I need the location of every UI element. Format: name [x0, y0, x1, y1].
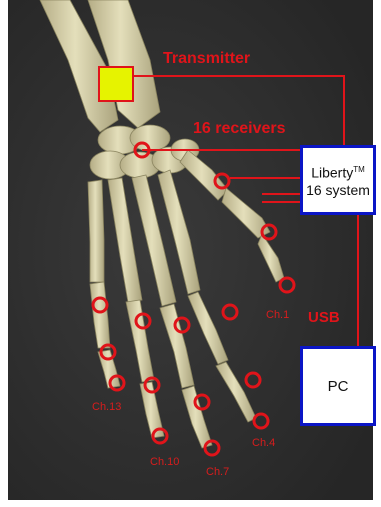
- liberty-name: Liberty: [311, 164, 353, 180]
- channel-label-ch13: Ch.13: [92, 401, 121, 413]
- liberty-system-box: LibertyTM 16 system: [300, 145, 376, 215]
- trademark-sup: TM: [353, 165, 365, 174]
- usb-label: USB: [308, 309, 340, 326]
- transmitter-square: [98, 66, 134, 102]
- pc-label: PC: [328, 378, 349, 395]
- channel-label-ch4: Ch.4: [252, 437, 275, 449]
- pc-box: PC: [300, 346, 376, 426]
- little-metacarpal: [88, 180, 104, 282]
- liberty-subtitle: 16 system: [306, 181, 370, 199]
- channel-label-ch7: Ch.7: [206, 466, 229, 478]
- channel-label-ch10: Ch.10: [150, 456, 179, 468]
- channel-label-ch1: Ch.1: [266, 309, 289, 321]
- transmitter-label: Transmitter: [163, 50, 250, 68]
- receivers-label: 16 receivers: [193, 120, 286, 138]
- liberty-title: LibertyTM: [311, 161, 365, 182]
